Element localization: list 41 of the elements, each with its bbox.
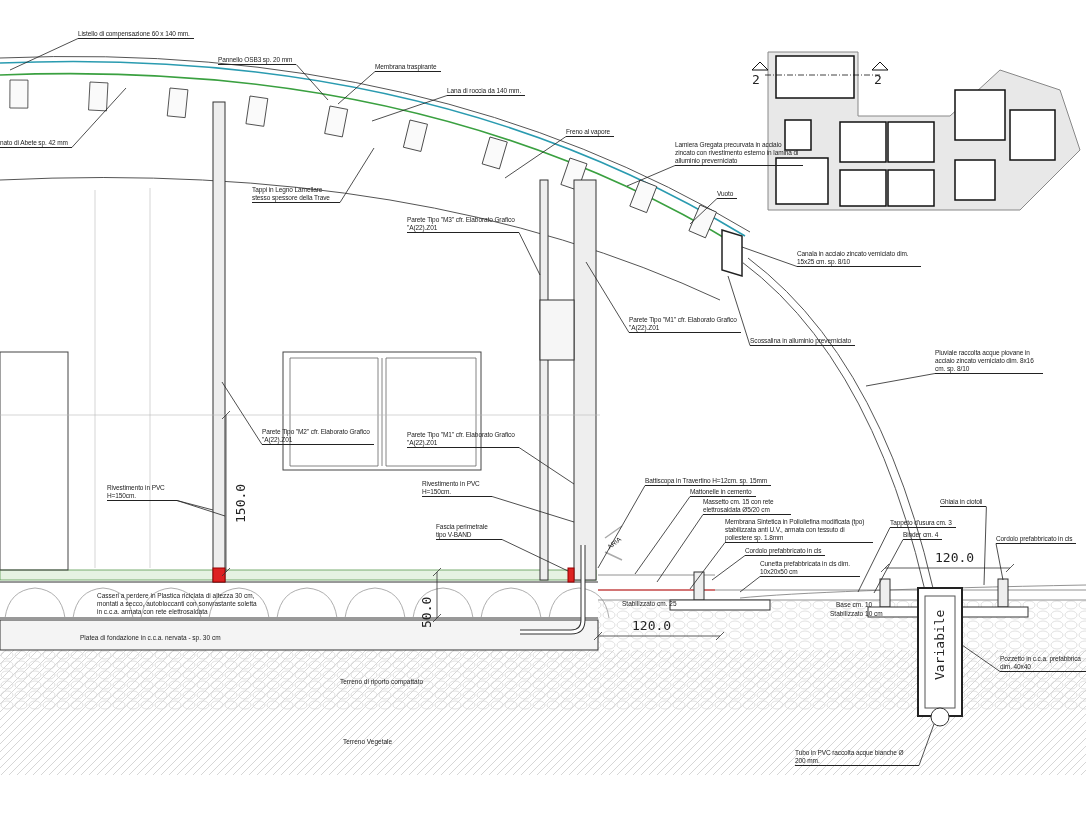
leader-line — [9, 38, 79, 71]
leader-line — [656, 514, 704, 583]
leader-line — [597, 485, 646, 569]
dimension-value: 150.0 — [233, 483, 248, 523]
leader-line — [518, 447, 575, 485]
leader-line — [865, 373, 936, 387]
leader-line — [176, 500, 214, 511]
leader-line — [295, 64, 329, 101]
leader-line — [873, 539, 904, 594]
leader-line — [626, 165, 676, 187]
leader-line — [518, 232, 541, 276]
leader-line — [71, 87, 127, 148]
leader-line — [918, 723, 935, 766]
leader-line — [491, 496, 575, 523]
leader-line — [176, 500, 226, 517]
leader-line — [857, 527, 891, 593]
leader-line — [983, 506, 987, 586]
leader-line — [339, 147, 375, 203]
leader-line — [585, 261, 630, 333]
leader-line — [221, 381, 263, 445]
dimension-value: 120.0 — [632, 618, 672, 633]
leader-line — [504, 136, 567, 179]
manhole-drawing — [917, 587, 963, 717]
leader-line — [739, 576, 761, 593]
leader-line — [711, 555, 746, 581]
dimension-value: Variabile — [932, 609, 947, 680]
leader-line — [501, 539, 569, 572]
leader-line — [689, 542, 726, 590]
leader-line — [727, 275, 751, 346]
leader-line — [337, 71, 376, 105]
section-mark: 2 — [874, 72, 882, 87]
section-mark: 2 — [752, 72, 760, 87]
dimension-value: 120.0 — [935, 550, 975, 565]
leader-line — [961, 644, 1001, 672]
dimension-value: 50.0 — [419, 596, 434, 628]
leader-line — [995, 543, 1004, 581]
pipe-section — [930, 707, 950, 727]
leader-line — [634, 496, 691, 575]
leader-line — [371, 95, 448, 122]
leader-line — [689, 198, 718, 225]
leader-line — [741, 246, 798, 267]
